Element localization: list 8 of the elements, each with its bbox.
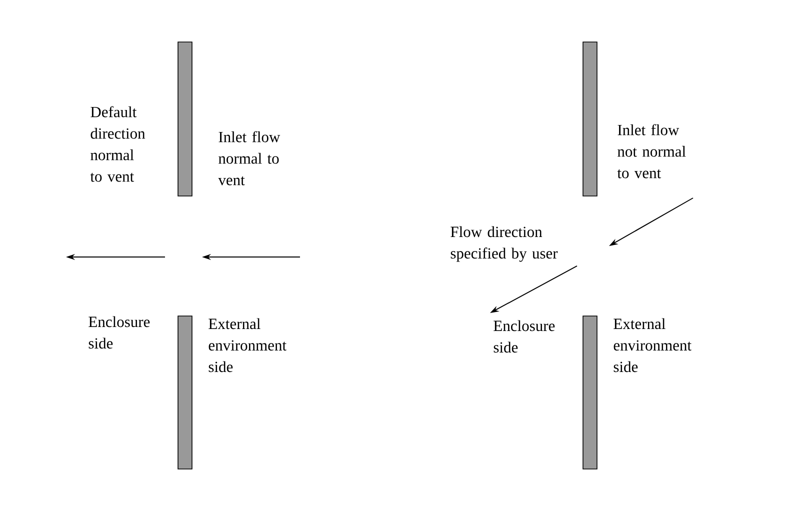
vent-wall: [178, 316, 192, 470]
label-text: Flow direction specified by user: [450, 226, 558, 262]
label-text: External environment side: [208, 318, 286, 372]
label-text: External environment side: [614, 318, 692, 372]
vent-wall: [178, 42, 192, 196]
vent-wall: [582, 316, 598, 470]
vent-wall: [582, 42, 598, 196]
label-text: Inlet flow normal to vent: [218, 131, 280, 186]
